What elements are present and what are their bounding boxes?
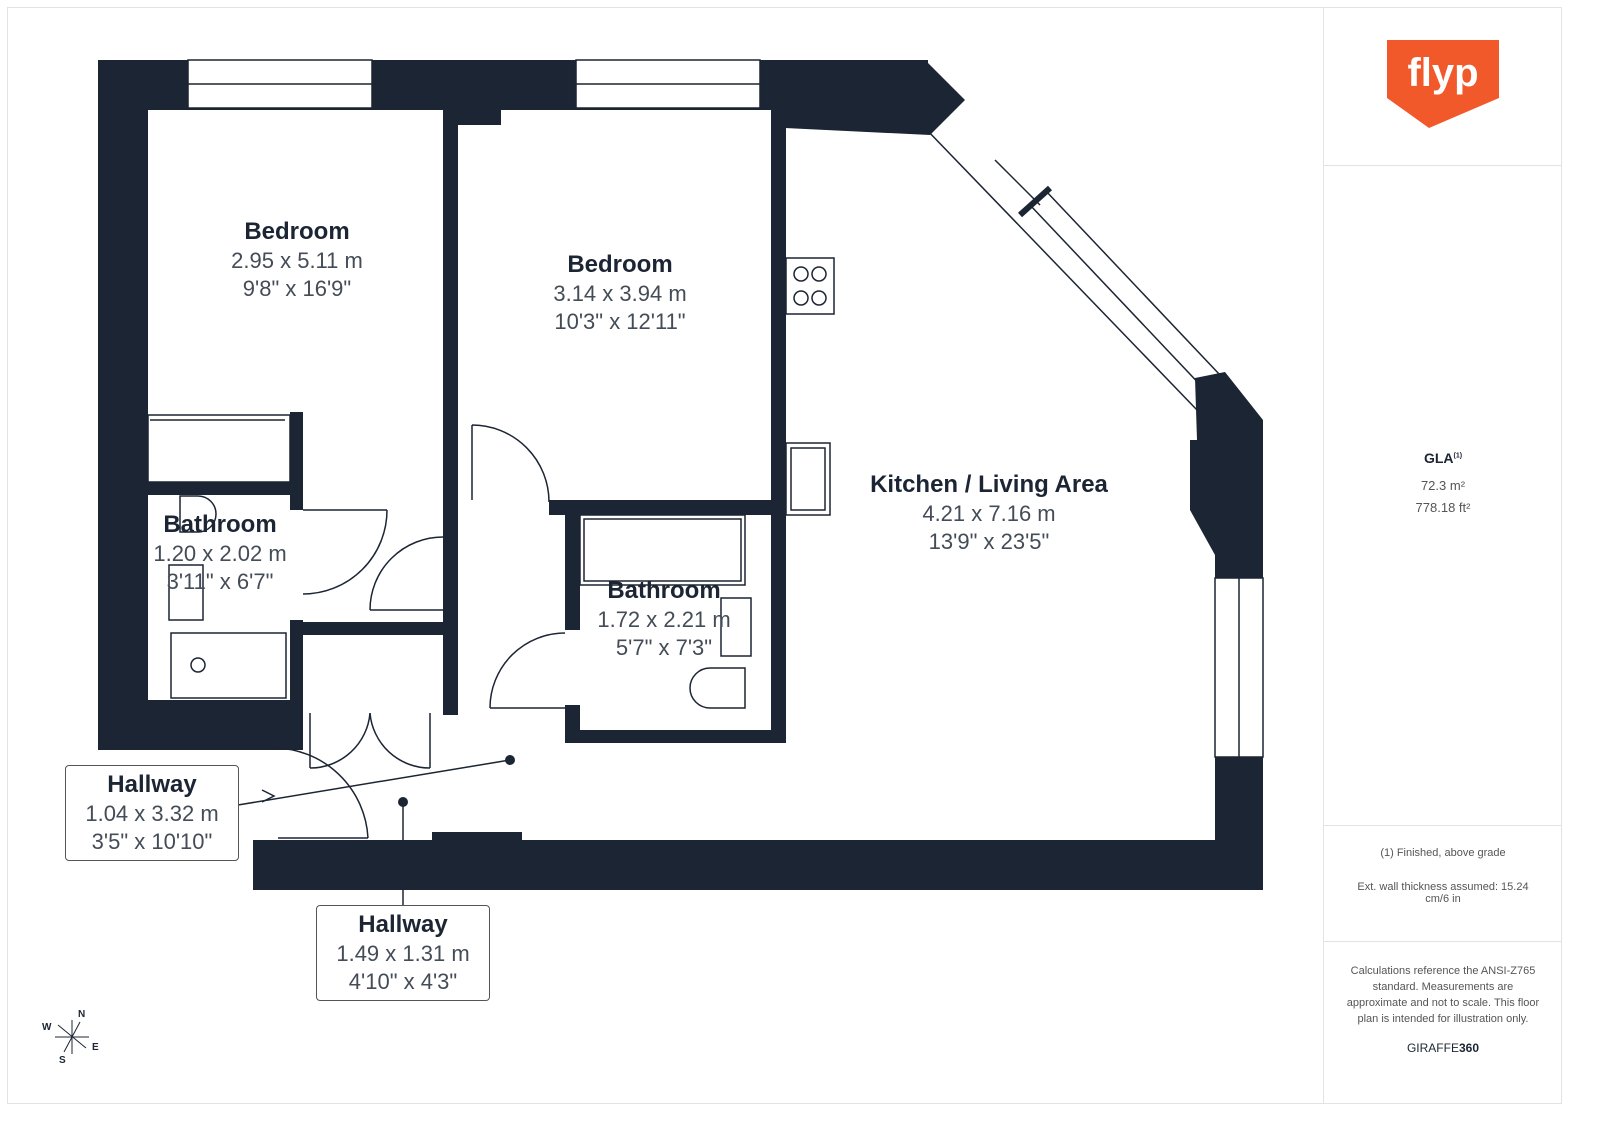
room-metric: 2.95 x 5.11 m — [231, 248, 363, 273]
room-metric: 3.14 x 3.94 m — [553, 281, 687, 306]
room-name: Hallway — [358, 911, 448, 938]
room-metric: 1.49 x 1.31 m — [336, 941, 470, 966]
page-frame — [7, 7, 1562, 1104]
giraffe360-brand: GIRAFFE360 — [1324, 1041, 1562, 1055]
windows — [187, 59, 1264, 758]
room-name: Bathroom — [607, 577, 721, 604]
sidebar: flyp GLA(1) 72.3 m² 778.18 ft² (1) Finis… — [1323, 7, 1562, 1104]
room-name: Bathroom — [163, 511, 277, 538]
room-name: Hallway — [107, 771, 197, 798]
room-imperial: 13'9" x 23'5" — [928, 529, 1050, 554]
room-bathroom-2: Bathroom 1.72 x 2.21 m 5'7" x 7'3" — [597, 576, 730, 662]
logo-section: flyp — [1324, 7, 1562, 166]
room-hallway-1: Hallway 1.04 x 3.32 m 3'5" x 10'10" — [65, 765, 239, 861]
fixtures — [147, 127, 1221, 905]
brand-b: 360 — [1458, 1041, 1480, 1055]
wall-note: Ext. wall thickness assumed: 15.24 cm/6 … — [1357, 881, 1529, 905]
flyp-logo — [1387, 40, 1499, 128]
room-imperial: 5'7" x 7'3" — [615, 635, 713, 660]
room-name: Bedroom — [567, 251, 673, 278]
gla-area-ft: 778.18 ft² — [1415, 500, 1471, 515]
room-imperial: 3'11" x 6'7" — [166, 569, 274, 594]
disclaimer: Calculations reference the ANSI-Z765 sta… — [1346, 965, 1540, 1025]
compass-e: E — [92, 1042, 99, 1053]
disclaimer-section: Calculations reference the ANSI-Z765 sta… — [1324, 941, 1562, 1104]
pointer-dot — [505, 755, 515, 765]
room-bedroom-2: Bedroom 3.14 x 3.94 m 10'3" x 12'11" — [553, 250, 686, 336]
room-metric: 4.21 x 7.16 m — [922, 501, 1056, 526]
wall-bottom — [253, 840, 1263, 890]
gla-area-m: 72.3 m² — [1420, 478, 1466, 493]
room-imperial: 10'3" x 12'11" — [554, 309, 686, 334]
gla-text: GLA — [1423, 450, 1454, 466]
footnote: (1) Finished, above grade — [1380, 847, 1506, 859]
gla-section: GLA(1) 72.3 m² 778.18 ft² — [1324, 165, 1562, 826]
room-name: Bedroom — [244, 218, 350, 245]
wall-top-right — [760, 60, 965, 135]
room-metric: 1.20 x 2.02 m — [153, 541, 287, 566]
compass-icon — [55, 1020, 89, 1054]
room-kitchen-living: Kitchen / Living Area 4.21 x 7.16 m 13'9… — [870, 470, 1108, 556]
wall-left — [98, 60, 148, 750]
compass-n: N — [78, 1009, 86, 1020]
room-metric: 1.04 x 3.32 m — [85, 801, 219, 826]
room-imperial: 4'10" x 4'3" — [348, 969, 458, 994]
logo-text: flyp — [1407, 51, 1479, 95]
notes-section: (1) Finished, above grade Ext. wall thic… — [1324, 825, 1562, 942]
room-bedroom-1: Bedroom 2.95 x 5.11 m 9'8" x 16'9" — [231, 217, 363, 303]
compass-s: S — [59, 1055, 66, 1066]
pointer-dot — [398, 797, 408, 807]
room-imperial: 9'8" x 16'9" — [242, 276, 352, 301]
room-hallway-2: Hallway 1.49 x 1.31 m 4'10" x 4'3" — [316, 905, 490, 1001]
room-name: Kitchen / Living Area — [870, 471, 1108, 498]
gla-sup: (1) — [1453, 452, 1463, 460]
brand-a: GIRAFFE — [1406, 1041, 1459, 1055]
gla-label: GLA(1) — [1324, 450, 1562, 466]
room-metric: 1.72 x 2.21 m — [597, 607, 731, 632]
wall-chamfer — [1190, 372, 1263, 578]
room-bathroom-1: Bathroom 1.20 x 2.02 m 3'11" x 6'7" — [153, 510, 286, 596]
room-imperial: 3'5" x 10'10" — [91, 829, 213, 854]
compass-w: W — [42, 1022, 52, 1033]
